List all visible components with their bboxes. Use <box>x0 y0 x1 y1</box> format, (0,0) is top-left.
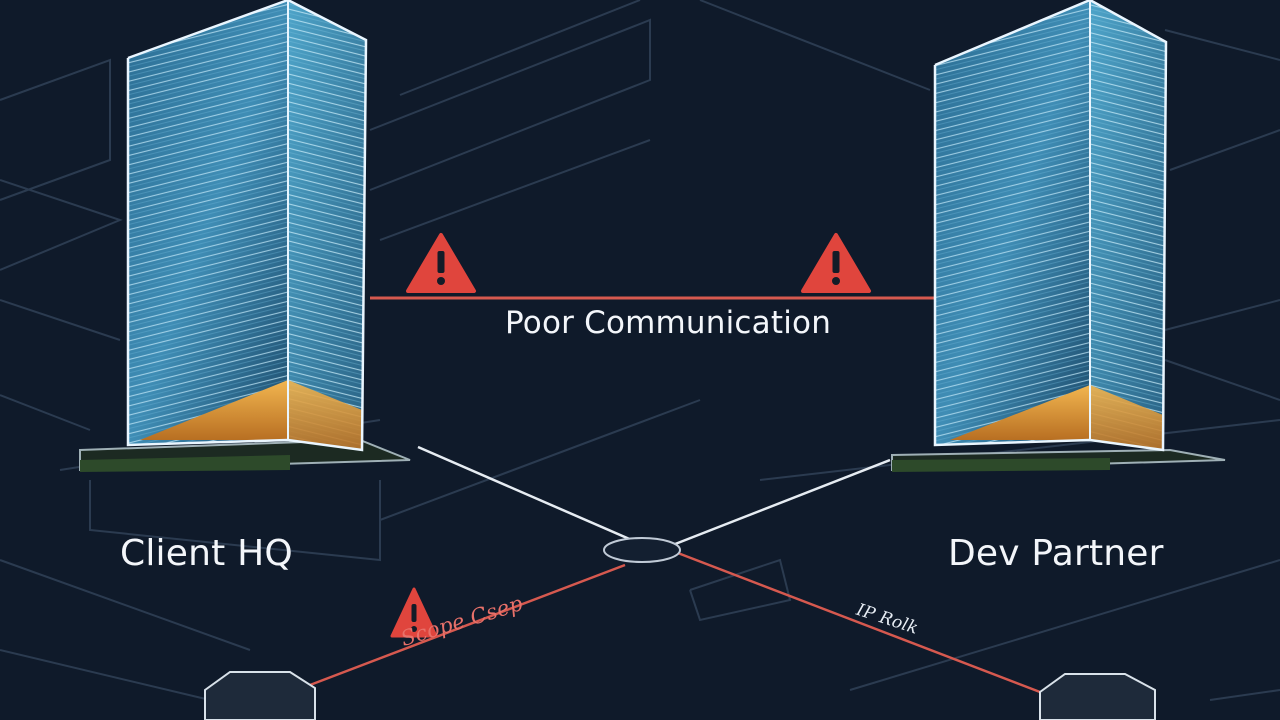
client-hq-label: Client HQ <box>120 533 293 574</box>
client-hq-tower <box>79 0 411 472</box>
client-to-hub-line <box>417 445 651 550</box>
warning-triangle-icon <box>406 233 476 293</box>
warning-triangle-icon <box>801 233 871 293</box>
bottom-node-left <box>204 671 316 720</box>
connection-lines <box>309 296 1041 694</box>
dev-partner-label: Dev Partner <box>948 533 1164 574</box>
hub-node <box>603 537 681 563</box>
dev-partner-tower <box>891 0 1226 472</box>
dev-to-hub-line <box>664 458 891 550</box>
hub-to-scope-line <box>309 563 626 687</box>
poor-communication-label: Poor Communication <box>505 305 832 341</box>
bottom-node-right <box>1039 673 1156 720</box>
warning-triangle-icon <box>390 587 438 638</box>
hub-to-ip-line <box>669 548 1041 694</box>
